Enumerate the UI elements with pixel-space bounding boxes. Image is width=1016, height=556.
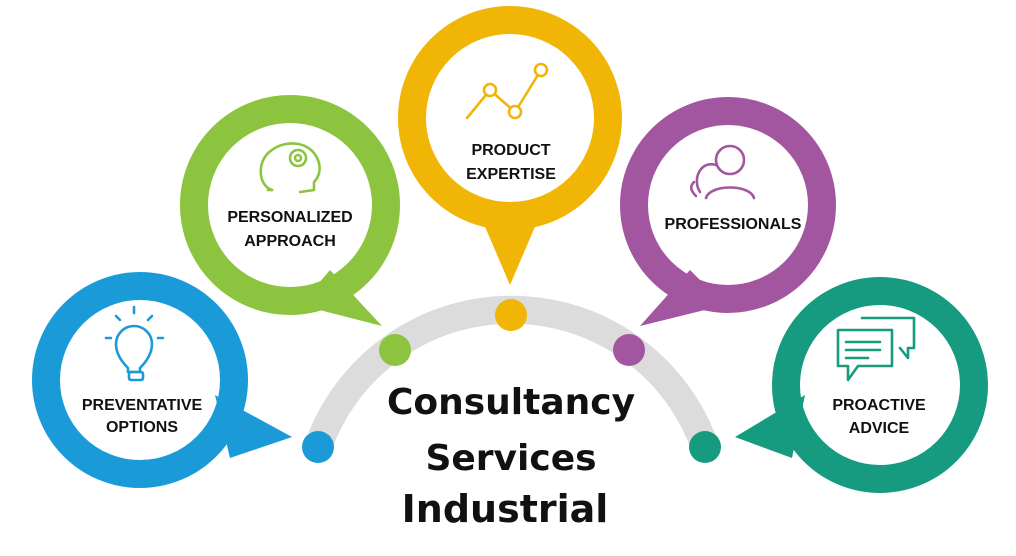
bubble-label: OPTIONS	[106, 419, 178, 436]
bubble-label: PERSONALIZED	[227, 209, 352, 226]
title-line-services: Services	[425, 438, 596, 479]
arc-dot-green	[379, 334, 411, 366]
bubble-label: ADVICE	[849, 420, 910, 437]
bubble-label: EXPERTISE	[466, 166, 556, 183]
head-gear-icon	[259, 142, 321, 194]
bubble-professionals: PROFESSIONALS	[620, 97, 836, 326]
title-line-consultancy: Consultancy	[387, 382, 635, 423]
title-line-industrial: Industrial	[402, 487, 609, 531]
arc-dot-teal	[689, 431, 721, 463]
line-chart-icon	[465, 62, 549, 120]
arc-dot-yellow	[495, 299, 527, 331]
bubble-product-expertise: PRODUCT EXPERTISE	[398, 6, 622, 285]
arc-dot-purple	[613, 334, 645, 366]
bubble-personalized-approach: PERSONALIZED APPROACH	[180, 95, 400, 326]
bubble-preventative-options: PREVENTATIVE OPTIONS	[32, 272, 292, 488]
bubble-label: PREVENTATIVE	[82, 397, 203, 414]
chat-bubbles-icon	[836, 316, 916, 382]
bubble-label: PRODUCT	[471, 142, 550, 159]
lightbulb-icon	[104, 305, 165, 382]
bubble-label: PROFESSIONALS	[665, 216, 802, 233]
bubble-label: PROACTIVE	[832, 397, 926, 414]
arc-dot-blue	[302, 431, 334, 463]
bubble-label: APPROACH	[244, 233, 336, 250]
bubble-proactive-advice: PROACTIVE ADVICE	[735, 277, 988, 493]
people-icon	[689, 144, 756, 200]
